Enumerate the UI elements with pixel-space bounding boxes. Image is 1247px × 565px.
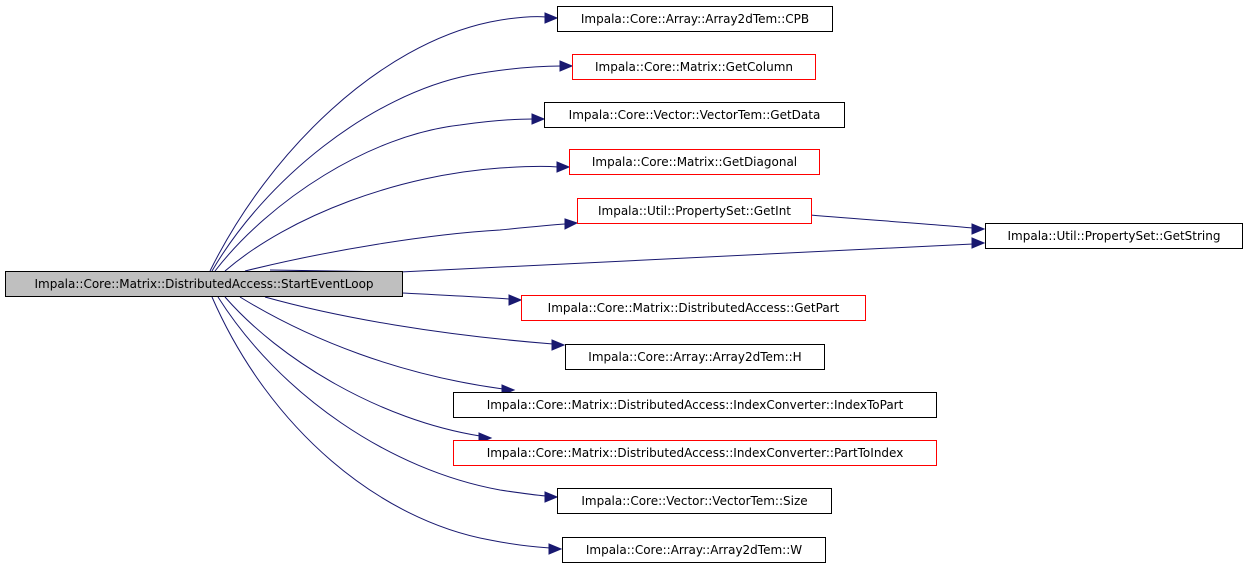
node-size[interactable]: Impala::Core::Vector::VectorTem::Size xyxy=(557,488,832,514)
edge-start-to-h xyxy=(264,296,554,345)
arrowhead-getpart xyxy=(508,294,523,306)
arrowhead-getint xyxy=(564,218,579,230)
edge-start-to-getdata xyxy=(214,118,534,272)
edge-start-to-getpart xyxy=(401,292,510,300)
node-h[interactable]: Impala::Core::Array::Array2dTem::H xyxy=(565,344,825,370)
edge-start-to-indextopart xyxy=(239,296,504,390)
arrowhead-h xyxy=(551,339,566,351)
node-getpart[interactable]: Impala::Core::Matrix::DistributedAccess:… xyxy=(521,295,866,321)
arrowhead-getdata xyxy=(531,113,546,125)
node-w[interactable]: Impala::Core::Array::Array2dTem::W xyxy=(562,537,826,563)
edge-start-to-parttoindex xyxy=(224,296,481,437)
node-cpb[interactable]: Impala::Core::Array::Array2dTem::CPB xyxy=(557,6,833,32)
edge-start-to-getdiagonal xyxy=(224,165,559,272)
edge-start-to-getcolumn xyxy=(211,65,562,272)
arrowhead-getstring-from-getint xyxy=(971,223,986,235)
edge-start-to-size xyxy=(217,296,547,497)
arrowhead-getcolumn xyxy=(559,60,574,72)
edge-start-to-getint xyxy=(244,223,566,272)
edge-start-to-w xyxy=(211,296,551,549)
arrowhead-getstring-from-start xyxy=(971,237,986,249)
arrowhead-getdiagonal xyxy=(556,161,571,173)
node-parttoindex[interactable]: Impala::Core::Matrix::DistributedAccess:… xyxy=(453,440,937,466)
edge-start-to-cpb xyxy=(209,16,547,272)
edge-start-to-getstring xyxy=(269,243,974,273)
node-getcolumn[interactable]: Impala::Core::Matrix::GetColumn xyxy=(572,54,816,80)
edge-getint-to-getstring xyxy=(809,214,974,229)
node-getdata[interactable]: Impala::Core::Vector::VectorTem::GetData xyxy=(544,102,845,128)
node-indextopart[interactable]: Impala::Core::Matrix::DistributedAccess:… xyxy=(453,392,937,418)
arrowhead-size xyxy=(544,491,559,503)
node-getint[interactable]: Impala::Util::PropertySet::GetInt xyxy=(577,198,812,224)
arrowhead-w xyxy=(548,543,563,555)
node-getdiagonal[interactable]: Impala::Core::Matrix::GetDiagonal xyxy=(569,149,820,175)
node-start-event-loop: Impala::Core::Matrix::DistributedAccess:… xyxy=(5,271,403,297)
node-getstring[interactable]: Impala::Util::PropertySet::GetString xyxy=(985,223,1243,249)
arrowhead-cpb xyxy=(544,12,559,24)
